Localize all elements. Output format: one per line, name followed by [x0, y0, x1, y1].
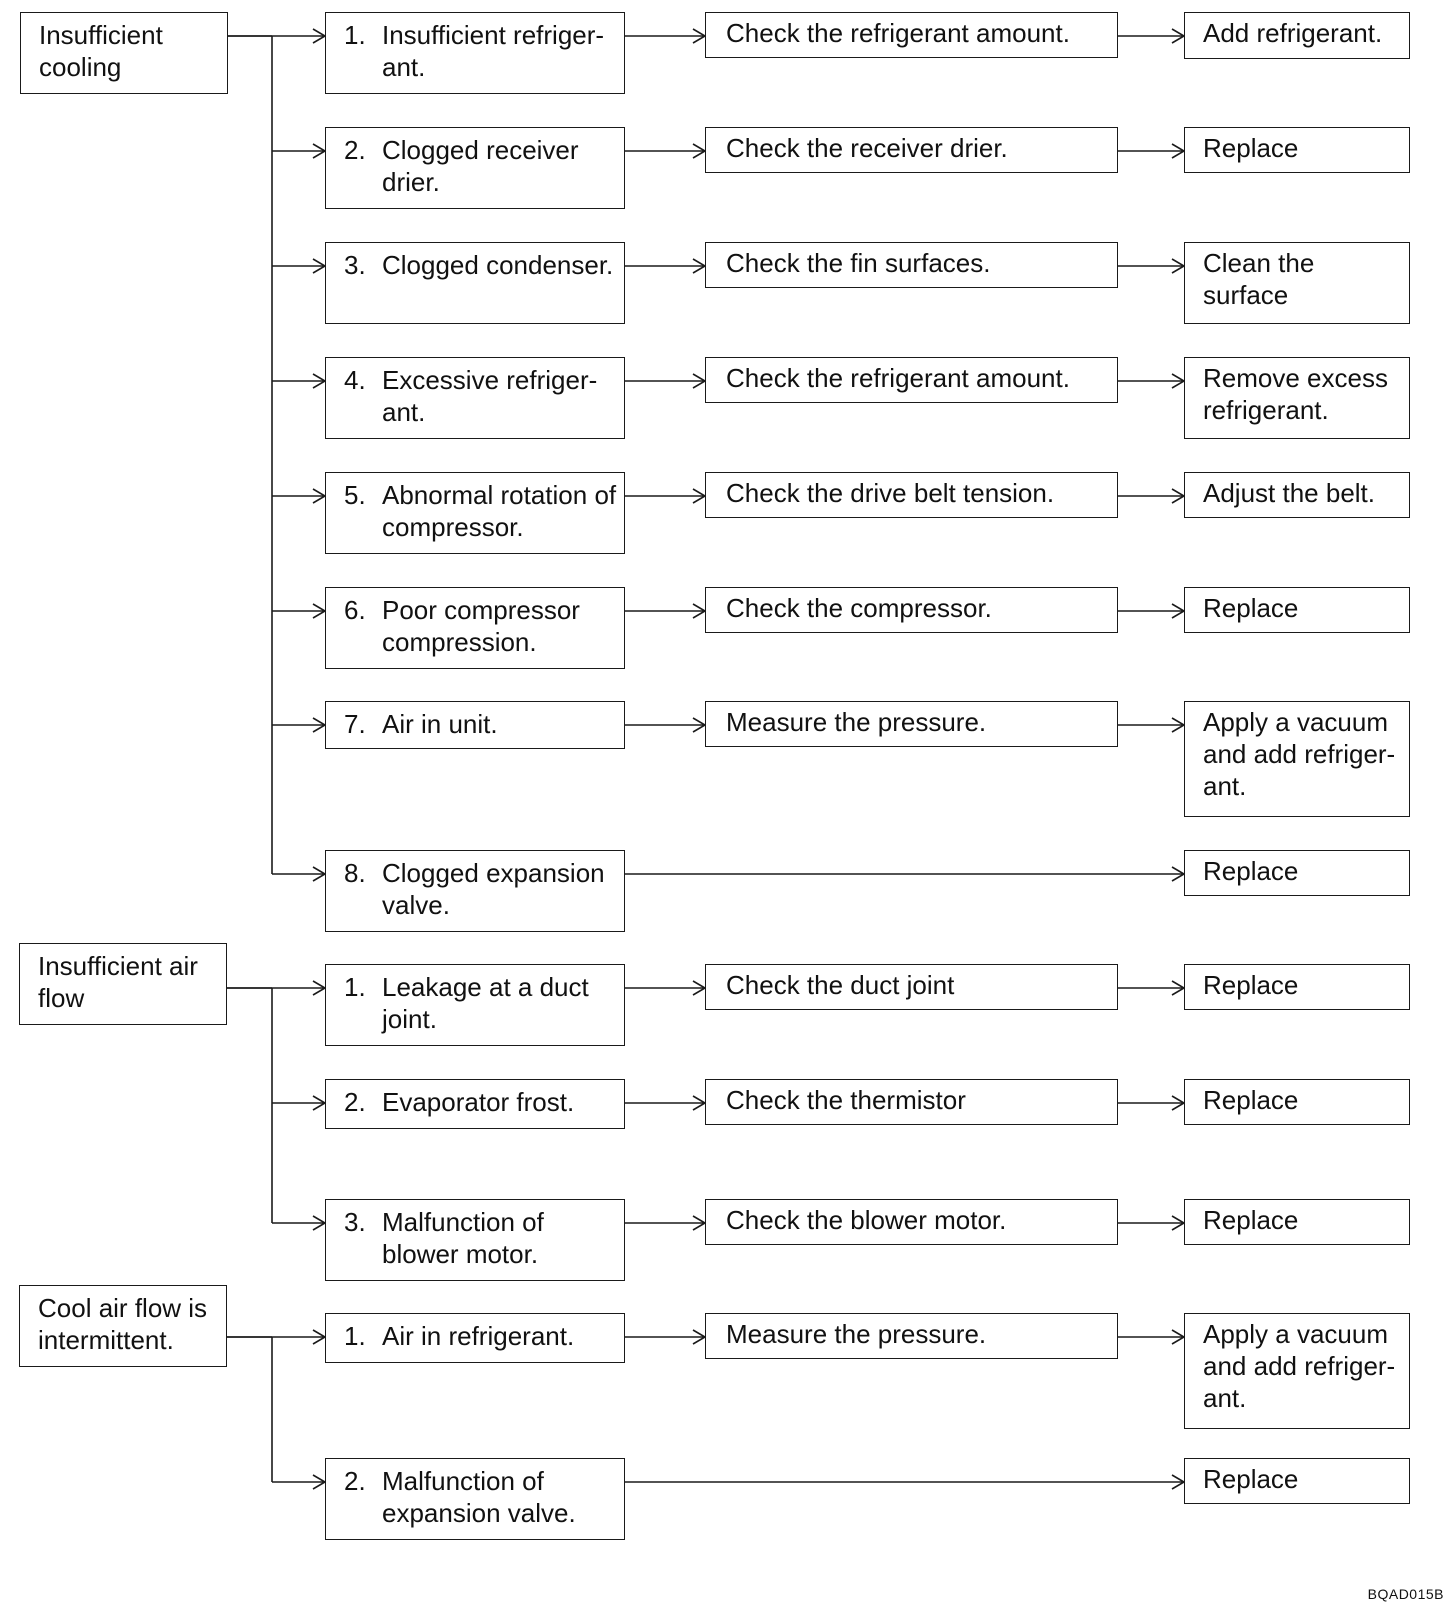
cause-label: Insufficient refriger- ant.: [382, 20, 605, 82]
cause-label: Air in refrigerant.: [382, 1321, 575, 1351]
cause-number: 4.: [344, 365, 366, 395]
action-label: Replace: [1203, 133, 1299, 163]
cause-label: Clogged expansion valve.: [382, 858, 605, 920]
action-label: Replace: [1203, 856, 1299, 886]
action-box: Apply a vacuum and add refriger- ant.: [1184, 1313, 1410, 1429]
action-label: Replace: [1203, 1085, 1299, 1115]
cause-box: 7. Air in unit.: [325, 701, 625, 749]
action-label: Apply a vacuum and add refriger- ant.: [1203, 1319, 1396, 1413]
action-label: Replace: [1203, 593, 1299, 623]
cause-label: Clogged receiver drier.: [382, 135, 579, 197]
symptom-box: Insufficient cooling: [20, 12, 228, 94]
action-box: Remove excess refrigerant.: [1184, 357, 1410, 439]
cause-box: 6. Poor compressor compression.: [325, 587, 625, 669]
cause-box: 3. Malfunction of blower motor.: [325, 1199, 625, 1281]
cause-box: 8. Clogged expansion valve.: [325, 850, 625, 932]
action-label: Clean the surface: [1203, 248, 1315, 310]
action-box: Add refrigerant.: [1184, 12, 1410, 59]
symptom-box: Insufficient air flow: [19, 943, 227, 1025]
action-box: Replace: [1184, 1079, 1410, 1125]
action-box: Replace: [1184, 587, 1410, 633]
check-label: Check the receiver drier.: [726, 133, 1008, 163]
check-box: Measure the pressure.: [705, 701, 1118, 747]
cause-number: 6.: [344, 595, 366, 625]
action-box: Replace: [1184, 850, 1410, 896]
action-label: Replace: [1203, 1205, 1299, 1235]
cause-label: Evaporator frost.: [382, 1087, 575, 1117]
action-box: Apply a vacuum and add refriger- ant.: [1184, 701, 1410, 817]
cause-number: 1.: [344, 20, 366, 50]
check-label: Check the drive belt tension.: [726, 478, 1055, 508]
cause-number: 1.: [344, 1321, 366, 1351]
action-label: Replace: [1203, 1464, 1299, 1494]
figure-id: BQAD015B: [1367, 1586, 1444, 1602]
check-box: Check the thermistor: [705, 1079, 1118, 1125]
cause-label: Excessive refriger- ant.: [382, 365, 598, 427]
check-label: Check the thermistor: [726, 1085, 966, 1115]
action-box: Clean the surface: [1184, 242, 1410, 324]
cause-box: 1. Insufficient refriger- ant.: [325, 12, 625, 94]
cause-label: Air in unit.: [382, 709, 498, 739]
cause-number: 3.: [344, 1207, 366, 1237]
action-box: Replace: [1184, 127, 1410, 173]
cause-box: 2. Evaporator frost.: [325, 1079, 625, 1129]
action-label: Adjust the belt.: [1203, 478, 1375, 508]
check-label: Check the fin surfaces.: [726, 248, 991, 278]
check-box: Measure the pressure.: [705, 1313, 1118, 1359]
action-label: Remove excess refrigerant.: [1203, 363, 1388, 425]
action-label: Add refrigerant.: [1203, 18, 1383, 48]
cause-number: 1.: [344, 972, 366, 1002]
cause-box: 2. Malfunction of expansion valve.: [325, 1458, 625, 1540]
cause-number: 2.: [344, 135, 366, 165]
check-label: Measure the pressure.: [726, 1319, 987, 1349]
check-label: Check the compressor.: [726, 593, 992, 623]
check-label: Check the refrigerant amount.: [726, 363, 1070, 393]
action-label: Apply a vacuum and add refriger- ant.: [1203, 707, 1396, 801]
symptom-label: Cool air flow is intermittent.: [38, 1293, 208, 1355]
cause-number: 5.: [344, 480, 366, 510]
cause-box: 1. Air in refrigerant.: [325, 1313, 625, 1363]
check-box: Check the compressor.: [705, 587, 1118, 633]
action-box: Replace: [1184, 1458, 1410, 1504]
symptom-label: Insufficient air flow: [38, 951, 198, 1013]
cause-box: 5. Abnormal rotation of compressor.: [325, 472, 625, 554]
action-box: Adjust the belt.: [1184, 472, 1410, 518]
symptom-box: Cool air flow is intermittent.: [19, 1285, 227, 1367]
check-label: Check the duct joint: [726, 970, 955, 1000]
cause-box: 2. Clogged receiver drier.: [325, 127, 625, 209]
check-box: Check the duct joint: [705, 964, 1118, 1010]
cause-number: 2.: [344, 1087, 366, 1117]
cause-number: 3.: [344, 250, 366, 280]
check-label: Check the blower motor.: [726, 1205, 1007, 1235]
cause-number: 7.: [344, 709, 366, 739]
cause-label: Malfunction of blower motor.: [382, 1207, 544, 1269]
cause-box: 4. Excessive refriger- ant.: [325, 357, 625, 439]
check-label: Measure the pressure.: [726, 707, 987, 737]
check-box: Check the fin surfaces.: [705, 242, 1118, 288]
cause-label: Abnormal rotation of compressor.: [382, 480, 617, 542]
check-box: Check the refrigerant amount.: [705, 12, 1118, 58]
cause-box: 1. Leakage at a duct joint.: [325, 964, 625, 1046]
cause-label: Malfunction of expansion valve.: [382, 1466, 576, 1528]
symptom-label: Insufficient cooling: [39, 20, 163, 82]
check-box: Check the drive belt tension.: [705, 472, 1118, 518]
check-label: Check the refrigerant amount.: [726, 18, 1070, 48]
cause-box: 3. Clogged condenser.: [325, 242, 625, 324]
action-label: Replace: [1203, 970, 1299, 1000]
cause-label: Leakage at a duct joint.: [382, 972, 589, 1034]
cause-number: 2.: [344, 1466, 366, 1496]
cause-label: Poor compressor compression.: [382, 595, 580, 657]
cause-number: 8.: [344, 858, 366, 888]
cause-label: Clogged condenser.: [382, 250, 614, 280]
action-box: Replace: [1184, 964, 1410, 1010]
action-box: Replace: [1184, 1199, 1410, 1245]
check-box: Check the blower motor.: [705, 1199, 1118, 1245]
check-box: Check the refrigerant amount.: [705, 357, 1118, 403]
check-box: Check the receiver drier.: [705, 127, 1118, 173]
